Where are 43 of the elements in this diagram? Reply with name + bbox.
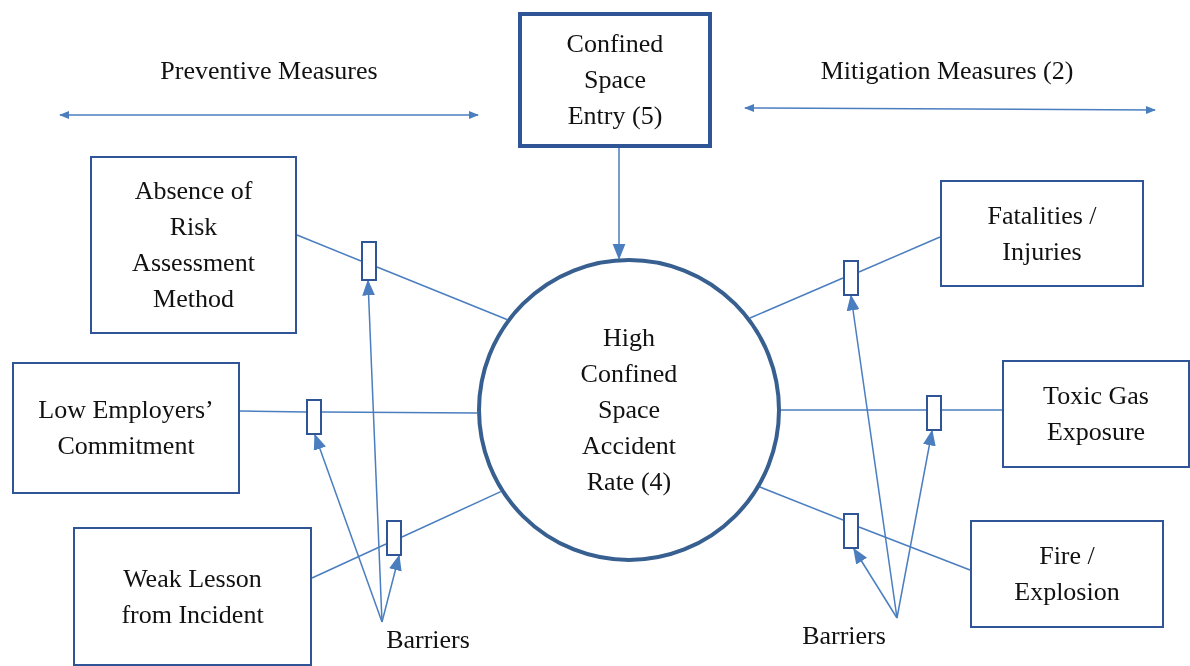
arrow [381, 554, 402, 623]
barrier-bar [843, 260, 859, 296]
connector-line [239, 410, 307, 413]
barrier-bar [306, 399, 322, 435]
cause-box [12, 362, 240, 494]
connector-line [311, 543, 387, 579]
node-text: Fatalities / Injuries [986, 199, 1098, 268]
connector-line [749, 277, 844, 319]
connector-line [858, 526, 971, 571]
barriers-label: Barriers [386, 625, 470, 654]
connector-line [780, 409, 927, 411]
barrier-bar [386, 520, 402, 556]
consequence-box [970, 520, 1164, 628]
connector-line [858, 236, 941, 273]
connector-line [941, 409, 1003, 411]
heading-text: Preventive Measures [160, 56, 378, 86]
node-text: High Confined Space Accident Rate (4) [579, 322, 679, 498]
connector-line [296, 234, 362, 262]
arrow [612, 147, 626, 260]
node-text: Absence of Risk Assessment Method [131, 175, 256, 315]
arrow [896, 429, 936, 619]
consequence-box [1002, 360, 1190, 468]
barriers-label: Barriers [802, 621, 886, 650]
connector-line [376, 266, 508, 321]
node-text: Weak Lesson from Incident [120, 562, 265, 631]
node-text: Low Employers’ Commitment [37, 394, 215, 462]
connector-line [401, 490, 502, 538]
process-box [518, 12, 712, 148]
arrow [853, 547, 898, 619]
arrow [313, 433, 383, 623]
heading-text: Mitigation Measures (2) [820, 56, 1074, 86]
node-text: Confined Space Entry (5) [565, 28, 665, 132]
barrier-bar [361, 241, 377, 281]
consequence-box [940, 180, 1144, 287]
barrier-bar [843, 513, 859, 549]
cause-box [73, 527, 312, 666]
cause-box [90, 156, 297, 334]
node-text: Fire / Explosion [1013, 540, 1121, 608]
barrier-bar [926, 395, 942, 431]
arrow [846, 294, 898, 619]
node-text: Toxic Gas Exposure [1042, 380, 1150, 448]
connector-line [759, 486, 844, 521]
connector-line [321, 411, 478, 414]
